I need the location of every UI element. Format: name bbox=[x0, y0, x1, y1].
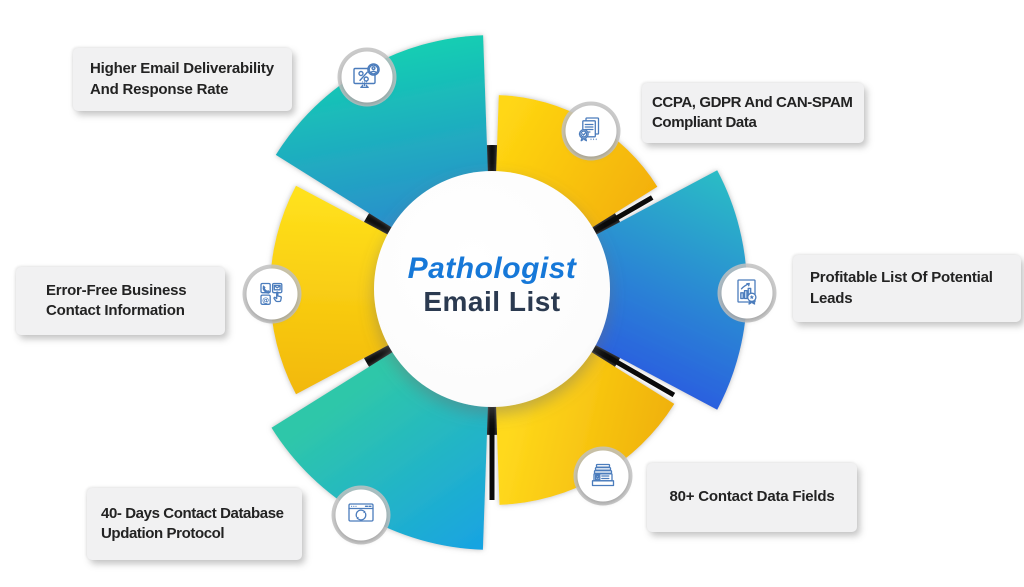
label-line: 80+ Contact Data Fields bbox=[669, 488, 835, 506]
at-symbol-icon: @ bbox=[262, 296, 269, 304]
contact-card-stack-icon bbox=[573, 446, 633, 506]
contact-channels-icon: @ bbox=[242, 264, 302, 324]
center-title-line1: Pathologist bbox=[407, 252, 577, 285]
hand-cursor-icon bbox=[273, 291, 282, 303]
label-line: CCPA, GDPR And CAN-SPAM bbox=[652, 93, 853, 111]
certified-documents-icon bbox=[561, 101, 621, 161]
label-card-profitable-leads: Profitable List Of Potential Leads bbox=[793, 255, 1021, 322]
label-line: Updation Protocol bbox=[101, 525, 225, 542]
label-line: And Response Rate bbox=[90, 80, 229, 98]
divider-lines bbox=[489, 195, 676, 500]
center-title: Pathologist Email List bbox=[342, 252, 642, 317]
label-line: Contact Information bbox=[46, 302, 185, 319]
label-card-compliance: CCPA, GDPR And CAN-SPAM Compliant Data bbox=[642, 83, 864, 143]
label-line: Higher Email Deliverability bbox=[90, 60, 274, 77]
label-line: Leads bbox=[810, 289, 853, 307]
wedge-right bbox=[492, 170, 748, 410]
growth-chart-award-icon bbox=[717, 263, 777, 323]
center-title-line2: Email List bbox=[423, 286, 561, 317]
browser-refresh-icon bbox=[331, 485, 391, 545]
wedges bbox=[270, 35, 748, 550]
label-card-updation-protocol: 40- Days Contact Database Updation Proto… bbox=[87, 488, 302, 560]
label-card-data-fields: 80+ Contact Data Fields bbox=[647, 463, 857, 532]
center-circle bbox=[374, 171, 610, 407]
label-line: Compliant Data bbox=[652, 114, 757, 131]
label-line: Profitable List Of Potential bbox=[810, 269, 993, 286]
label-card-error-free: Error-Free Business Contact Information bbox=[16, 267, 225, 335]
monitor-percentage-icon bbox=[337, 47, 397, 107]
label-card-deliverability: Higher Email Deliverability And Response… bbox=[73, 48, 292, 111]
label-line: Error-Free Business bbox=[46, 281, 187, 299]
phone-icon bbox=[262, 285, 271, 294]
label-line: 40- Days Contact Database bbox=[101, 504, 284, 522]
